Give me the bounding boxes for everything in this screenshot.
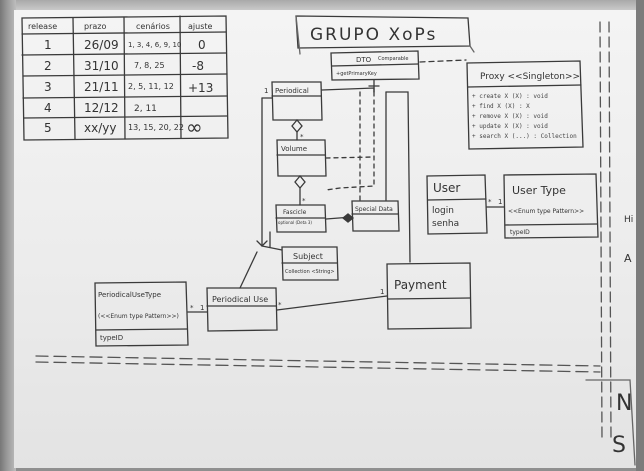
subject-label: Subject [293,252,323,261]
multiplicity-label: 1 [264,87,268,95]
board-frame-top [0,0,644,12]
volume-class [276,139,327,177]
proxy-method: + search X (...) : Collection [472,133,577,140]
user-type-label: User Type [512,184,566,197]
periodical-label: Periodical [275,87,309,95]
multiplicity-label: 1 [200,304,204,312]
periodical-use-label: Periodical Use [212,295,268,304]
periodical-use-type-stereotype: (<<Enum type Pattern>>) [98,313,179,320]
table-header-prazo: prazo [84,22,106,31]
dto-name: DTO [356,56,372,64]
table-header-ajuste: ajuste [188,22,213,31]
periodical-use-type-attr: typeID [100,334,123,342]
multiplicity-label: * [300,133,304,141]
proxy-name: Proxy <<Singleton>> [480,72,580,82]
multiplicity-label: 1 [498,198,502,206]
subject-attr: Collection <String> [285,269,335,275]
payment-label: Payment [394,278,447,292]
multiplicity-label: * [278,301,282,309]
table-cell: 26/09 [84,38,119,52]
payment-class [386,262,472,330]
board-frame-right [636,0,644,471]
user-type-attr: typeID [510,229,530,236]
table-cell: +13 [188,81,213,95]
table-cell: 3 [44,80,52,94]
table-cell: 13, 15, 20, 22 [128,123,184,132]
edge-text: S [612,433,626,458]
table-cell: xx/yy [84,121,116,135]
dto-stereotype: Comparable [378,56,408,62]
table-cell: 2, 5, 11, 12 [128,82,174,91]
fascicle-class [275,204,327,233]
proxy-method: + find X (X) : X [472,103,530,110]
title-banner [295,15,475,55]
table-cell: 0 [198,38,206,52]
periodical-use-class [206,287,278,332]
proxy-method: + create X (X) : void [472,93,548,100]
volume-label: Volume [281,145,307,153]
edge-text: N [616,391,632,416]
table-header-release: release [28,22,57,31]
table-header-cenarios: cenários [136,22,170,31]
table-cell: 2 [44,59,52,73]
user-attr: login [432,206,454,216]
dto-class [330,50,420,81]
table-cell: 5 [44,121,52,135]
multiplicity-label: 1 [380,288,384,296]
subject-class [281,246,339,281]
multiplicity-label: * [302,197,306,205]
dto-method: +getPrimaryKey [336,71,377,77]
table-cell: -8 [192,59,204,73]
edge-text: Hi [624,215,633,225]
table-cell: 21/11 [84,80,119,94]
user-attr: senha [432,219,459,229]
special-data-label: Special Data [355,206,393,213]
table-cell: 7, 8, 25 [134,61,165,70]
table-cell: 2, 11 [134,104,157,114]
board-frame-left [0,0,16,471]
user-class [426,174,488,235]
proxy-method: + update X (X) : void [472,123,548,130]
fascicle-attr: optional (Deta 3) [278,220,312,225]
special-data-class [351,200,400,232]
release-table-text: release prazo cenários ajuste 1 26/09 1,… [28,22,213,139]
table-cell: ∞ [186,115,203,139]
table-cell: 12/12 [84,101,119,115]
edge-text: A [624,252,632,265]
periodical-use-type-class [94,281,189,347]
proxy-class [466,60,584,150]
board-title: GRUPO XoPs [310,25,437,45]
periodical-use-type-label: PeriodicalUseType [98,291,161,299]
table-cell: 1 [44,38,52,52]
proxy-method: + remove X (X) : void [472,113,548,120]
multiplicity-label: * [190,304,194,312]
user-type-stereotype: <<Enum type Pattern>> [508,208,584,215]
release-table [21,15,229,141]
multiplicity-label: * [488,198,492,206]
table-cell: 1, 3, 4, 6, 9, 10 [128,41,181,49]
user-type-class [503,173,599,239]
table-cell: 4 [44,101,52,115]
user-label: User [433,181,460,195]
table-cell: 31/10 [84,59,119,73]
periodical-class [271,81,323,121]
fascicle-label: Fascicle [283,209,307,216]
